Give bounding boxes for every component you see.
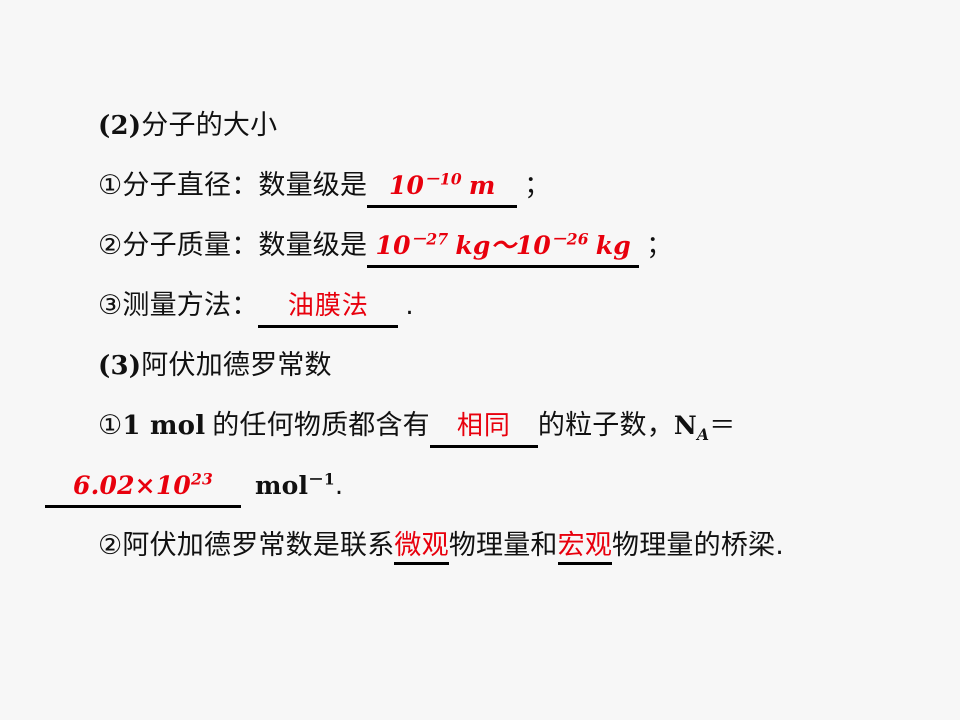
answer-mass-base-2: 10	[515, 231, 552, 260]
answer-diameter-exponent: －10	[424, 169, 462, 189]
item-1-number: ①	[98, 170, 123, 201]
answer-mass-range-separator: ～	[490, 231, 516, 260]
symbol-avogadro-subscript: A	[696, 425, 710, 444]
item-measurement-method: ③测量方法：油膜法.	[0, 276, 960, 336]
item-4-label-a: 的任何物质都含有	[212, 410, 430, 441]
answer-mass-exponent-1: －27	[410, 229, 449, 249]
avogadro-value-trailing-punct: .	[334, 471, 344, 501]
answer-mass-unit-2: kg	[595, 231, 631, 260]
item-2-trailing-punct: ；	[646, 231, 673, 261]
item-2-number: ②	[98, 230, 123, 261]
item-4-label-b: 的粒子数，	[537, 410, 674, 441]
equals-sign: ＝	[709, 411, 736, 441]
item-5-label-c: 物理量的桥梁.	[612, 530, 785, 561]
heading-section-2: (2)分子的大小	[0, 96, 960, 156]
answer-macroscopic: 宏观	[557, 530, 613, 565]
item-1-trailing-punct: ；	[524, 171, 551, 201]
section-2-title: 分子的大小	[141, 110, 278, 141]
answer-mass-base-1: 10	[375, 231, 411, 260]
answer-diameter-unit: m	[468, 171, 496, 200]
avogadro-unit-exponent: －1	[308, 469, 335, 489]
answer-blank-same: 相同	[429, 404, 538, 448]
item-1-label: 分子直径：数量级是	[122, 170, 368, 201]
item-5-number: ②	[98, 530, 123, 561]
avogadro-unit-base: mol	[255, 471, 309, 500]
item-avogadro-bridge: ②阿伏加德罗常数是联系微观物理量和宏观物理量的桥梁.	[0, 516, 960, 576]
symbol-avogadro-number: NA	[673, 411, 709, 442]
item-4-number: ①	[98, 410, 123, 441]
section-2-marker: (2)	[98, 111, 142, 141]
item-5-label-b: 物理量和	[448, 530, 558, 561]
answer-avogadro-mantissa: 6.02×10	[72, 471, 192, 500]
answer-blank-diameter: 10－10 m	[367, 164, 518, 208]
heading-section-3: (3)阿伏加德罗常数	[0, 336, 960, 396]
item-2-label: 分子质量：数量级是	[122, 230, 368, 261]
answer-microscopic: 微观	[394, 530, 449, 565]
avogadro-unit: mol－1	[255, 471, 335, 500]
answer-diameter-base: 10	[388, 171, 425, 200]
item-molecule-diameter: ①分子直径：数量级是 10－10 m ；	[0, 156, 960, 216]
answer-mass-exponent-2: －26	[551, 229, 589, 249]
section-3-title: 阿伏加德罗常数	[141, 350, 332, 381]
answer-mass-unit-1: kg	[455, 231, 491, 260]
answer-blank-avogadro-value: 6.02×1023	[45, 464, 241, 508]
section-3-marker: (3)	[98, 351, 142, 381]
item-avogadro-value: 6.02×1023 mol－1.	[0, 456, 960, 516]
answer-blank-method: 油膜法	[258, 284, 399, 328]
item-3-trailing-punct: .	[405, 291, 414, 321]
item-4-lead-bold: 1 mol	[122, 411, 206, 441]
symbol-avogadro-base: N	[673, 411, 697, 440]
item-3-label: 测量方法：	[122, 290, 259, 321]
answer-avogadro-exponent: 23	[191, 469, 213, 489]
item-3-number: ③	[98, 290, 123, 321]
item-5-label-a: 阿伏加德罗常数是联系	[122, 530, 395, 561]
